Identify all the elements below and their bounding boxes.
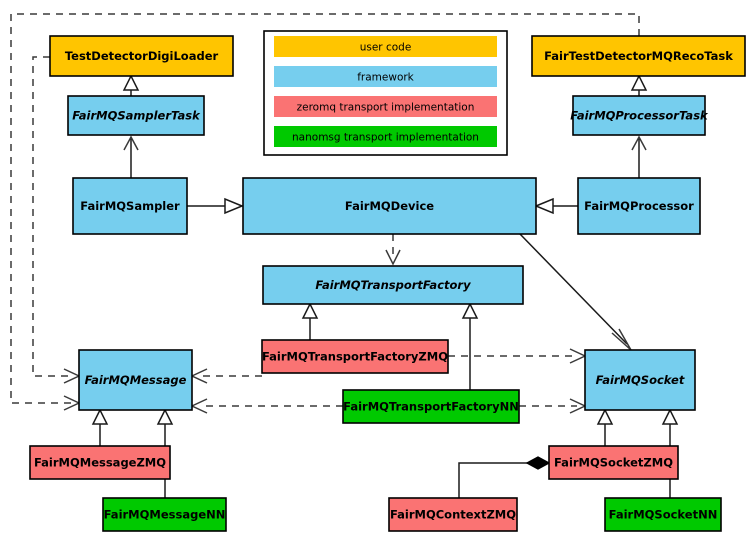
edge-tfnn-socket — [519, 398, 587, 414]
edge-tfnn-transportfactory — [461, 302, 479, 390]
class-box[interactable] — [388, 497, 518, 532]
legend-swatch-user-code — [274, 36, 497, 57]
edge-samplertask-digiloader — [122, 74, 140, 96]
class-name-label: FairMQSampler — [80, 199, 180, 213]
legend-label-user-code: user code — [360, 42, 412, 54]
legend: user code framework zeromq transport imp… — [263, 30, 508, 156]
class-name-label: FairMQMessage — [85, 373, 187, 387]
class-node-fairmqmessagenn[interactable]: FairMQMessageNN — [102, 497, 227, 532]
edge-sampler-samplertask — [123, 135, 139, 178]
class-box[interactable] — [548, 445, 679, 480]
class-box[interactable] — [242, 177, 537, 235]
class-name-label: FairMQMessageZMQ — [34, 456, 166, 470]
class-name-label: FairMQDevice — [345, 199, 434, 213]
edge-messagezmq-message — [91, 408, 109, 446]
class-box[interactable] — [261, 339, 449, 374]
class-node-fairmqsampler[interactable]: FairMQSampler — [72, 177, 188, 235]
class-node-fairmqtransportfactorynn[interactable]: FairMQTransportFactoryNN — [342, 389, 520, 424]
edge-processor-device — [534, 197, 578, 215]
class-box[interactable] — [78, 349, 193, 411]
class-node-fairmqprocessortask[interactable]: FairMQProcessorTask — [570, 95, 709, 136]
class-node-fairmqsamplertask[interactable]: FairMQSamplerTask — [67, 95, 205, 136]
legend-swatch-framework — [274, 66, 497, 87]
edge-tfzmq-transportfactory — [301, 302, 319, 340]
class-node-fairmqsocket[interactable]: FairMQSocket — [584, 349, 696, 411]
class-name-label: FairMQTransportFactoryNN — [343, 400, 519, 414]
legend-label-framework: framework — [357, 72, 414, 84]
class-name-label: FairMQProcessor — [584, 199, 694, 213]
class-name-label: FairMQMessageNN — [104, 508, 226, 522]
class-node-fairmqmessage[interactable]: FairMQMessage — [78, 349, 193, 411]
class-name-label: FairMQContextZMQ — [390, 508, 516, 522]
edge-socketzmq-socket — [596, 408, 614, 446]
edge-processortask-recotask — [630, 74, 648, 96]
class-box[interactable] — [584, 349, 696, 411]
class-box[interactable] — [102, 497, 227, 532]
edge-processor-processortask — [631, 135, 647, 178]
class-box[interactable] — [29, 445, 171, 480]
class-node-fairmqsocketnn[interactable]: FairMQSocketNN — [604, 497, 722, 532]
legend-label-nanomsg: nanomsg transport implementation — [292, 132, 479, 144]
class-node-fairmqmessagezmq[interactable]: FairMQMessageZMQ — [29, 445, 171, 480]
class-box[interactable] — [67, 95, 205, 136]
class-name-label: FairMQTransportFactoryZMQ — [262, 350, 448, 364]
class-box[interactable] — [49, 35, 234, 77]
edge-device-socket — [519, 233, 632, 351]
legend-label-zeromq: zeromq transport implementation — [297, 102, 475, 114]
class-node-fairmqsocketzmq[interactable]: FairMQSocketZMQ — [548, 445, 679, 480]
class-box[interactable] — [572, 95, 706, 136]
class-node-fairmqcontextzmq[interactable]: FairMQContextZMQ — [388, 497, 518, 532]
edge-device-transportfactory — [385, 234, 401, 266]
class-node-fairmqtransportfactoryzmq[interactable]: FairMQTransportFactoryZMQ — [261, 339, 449, 374]
class-box[interactable] — [531, 35, 746, 77]
class-name-label: FairMQSocketZMQ — [554, 456, 673, 470]
class-node-fairtestdetectormqrecotask[interactable]: FairTestDetectorMQRecoTask — [531, 35, 746, 77]
class-box[interactable] — [262, 265, 524, 305]
edge-socketzmq-contextzmq — [458, 456, 551, 498]
edge-sampler-device — [187, 197, 244, 215]
edge-tfzmq-message — [190, 368, 262, 384]
legend-swatch-zeromq — [274, 96, 497, 117]
class-name-label: FairMQTransportFactory — [315, 278, 471, 292]
node-layer: TestDetectorDigiLoaderFairMQSamplerTaskF… — [29, 35, 746, 532]
class-node-fairmqtransportfactory[interactable]: FairMQTransportFactory — [262, 265, 524, 305]
class-node-fairmqdevice[interactable]: FairMQDevice — [242, 177, 537, 235]
edge-tfnn-message — [190, 398, 343, 414]
class-box[interactable] — [342, 389, 520, 424]
class-node-testdetectordigiloader[interactable]: TestDetectorDigiLoader — [49, 35, 234, 77]
class-box[interactable] — [577, 177, 701, 235]
class-box[interactable] — [604, 497, 722, 532]
edge-layer — [10, 13, 679, 498]
class-name-label: FairMQSamplerTask — [72, 109, 201, 123]
class-name-label: FairMQProcessorTask — [570, 109, 709, 123]
class-box[interactable] — [72, 177, 188, 235]
class-name-label: FairMQSocket — [596, 373, 685, 387]
class-name-label: FairMQSocketNN — [609, 508, 718, 522]
class-name-label: FairTestDetectorMQRecoTask — [544, 49, 733, 63]
legend-swatch-nanomsg — [274, 126, 497, 147]
class-node-fairmqprocessor[interactable]: FairMQProcessor — [577, 177, 701, 235]
class-name-label: TestDetectorDigiLoader — [65, 49, 219, 63]
edge-tfzmq-socket — [448, 348, 587, 364]
